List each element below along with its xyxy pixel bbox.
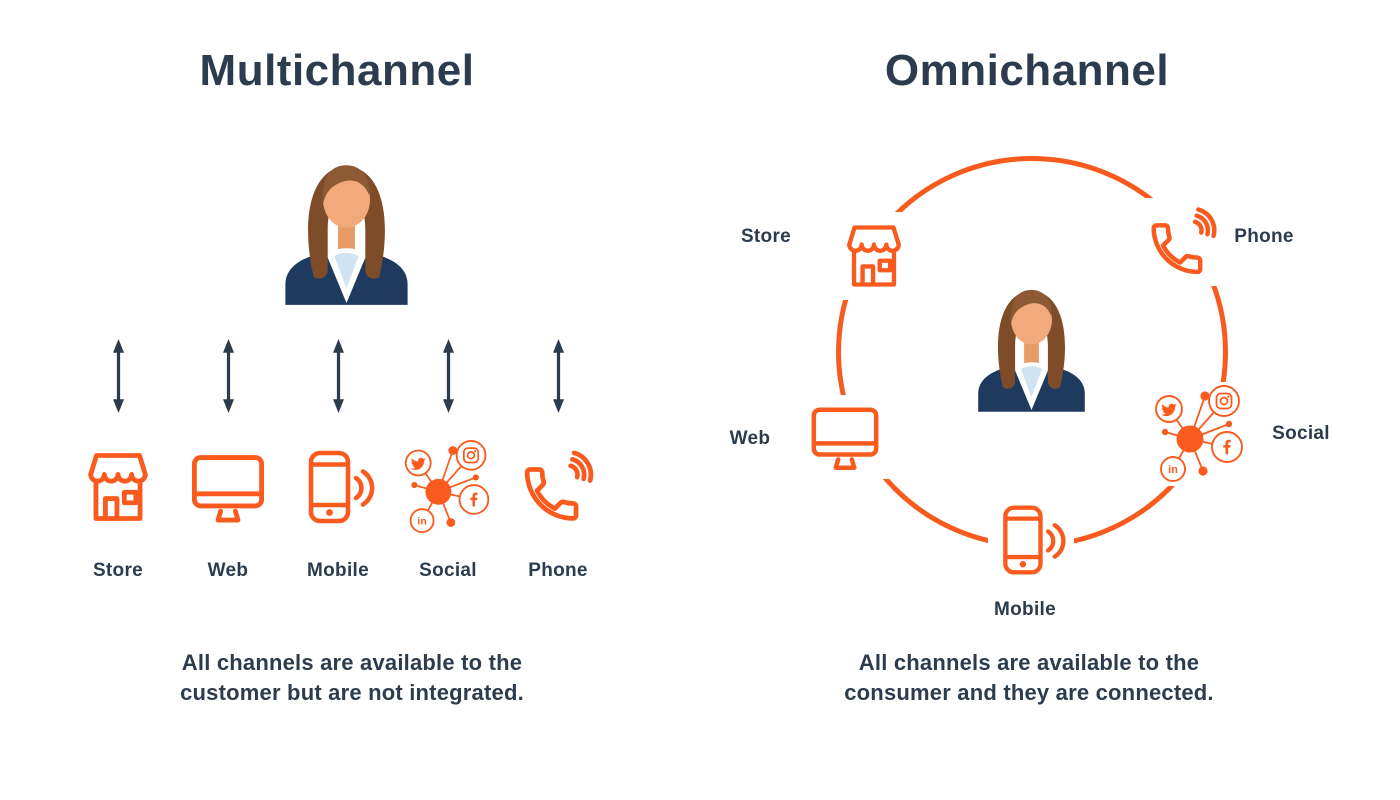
consumer-avatar: [970, 272, 1093, 412]
channel-label-web: Web: [729, 428, 771, 449]
web-icon: [806, 398, 884, 476]
channel-label-store: Store: [92, 560, 144, 581]
channel-label-social: Social: [1272, 423, 1330, 444]
social-network-icon: [400, 439, 496, 535]
omnichannel-caption: All channels are available to the consum…: [779, 648, 1279, 708]
caption-line-2: customer but are not integrated.: [180, 680, 524, 705]
two-way-arrow-icon: [549, 336, 568, 416]
mobile-icon: [993, 500, 1069, 580]
web-icon: [186, 445, 270, 529]
circle-node-web: [801, 395, 889, 479]
channel-column-phone: Phone: [498, 336, 618, 582]
channel-column-mobile: Mobile: [278, 336, 398, 582]
social-network-icon: [1150, 384, 1250, 484]
channel-column-store: Store: [58, 336, 178, 582]
channel-label-web: Web: [207, 560, 249, 581]
channel-label-phone: Phone: [1234, 226, 1294, 247]
two-way-arrow-icon: [219, 336, 238, 416]
store-icon: [836, 218, 912, 294]
customer-avatar: [276, 145, 417, 305]
channel-label-mobile: Mobile: [307, 560, 369, 581]
omnichannel-title: Omnichannel: [884, 46, 1170, 95]
two-way-arrow-icon: [329, 336, 348, 416]
channel-label-store: Store: [740, 226, 792, 247]
woman-avatar-icon: [276, 145, 417, 305]
mobile-icon: [298, 445, 378, 529]
circle-node-mobile: [988, 498, 1074, 582]
two-way-arrow-icon: [439, 336, 458, 416]
channel-label-mobile: Mobile: [994, 599, 1056, 620]
store-icon: [76, 445, 160, 529]
circle-node-store: [830, 212, 918, 300]
channel-label-social: Social: [419, 560, 477, 581]
circle-node-social: [1148, 382, 1252, 486]
channel-column-web: Web: [168, 336, 288, 582]
multichannel-caption: All channels are available to the custom…: [102, 648, 602, 708]
caption-line-1: All channels are available to the: [181, 650, 523, 675]
phone-icon: [1144, 203, 1222, 281]
two-way-arrow-icon: [109, 336, 128, 416]
circle-node-phone: [1139, 198, 1227, 286]
phone-icon: [517, 446, 599, 528]
caption-line-1: All channels are available to the: [858, 650, 1200, 675]
channel-label-phone: Phone: [528, 560, 588, 581]
caption-line-2: consumer and they are connected.: [844, 680, 1214, 705]
multichannel-title: Multichannel: [199, 46, 475, 95]
channel-column-social: Social: [388, 336, 508, 582]
woman-avatar-icon: [970, 272, 1093, 412]
